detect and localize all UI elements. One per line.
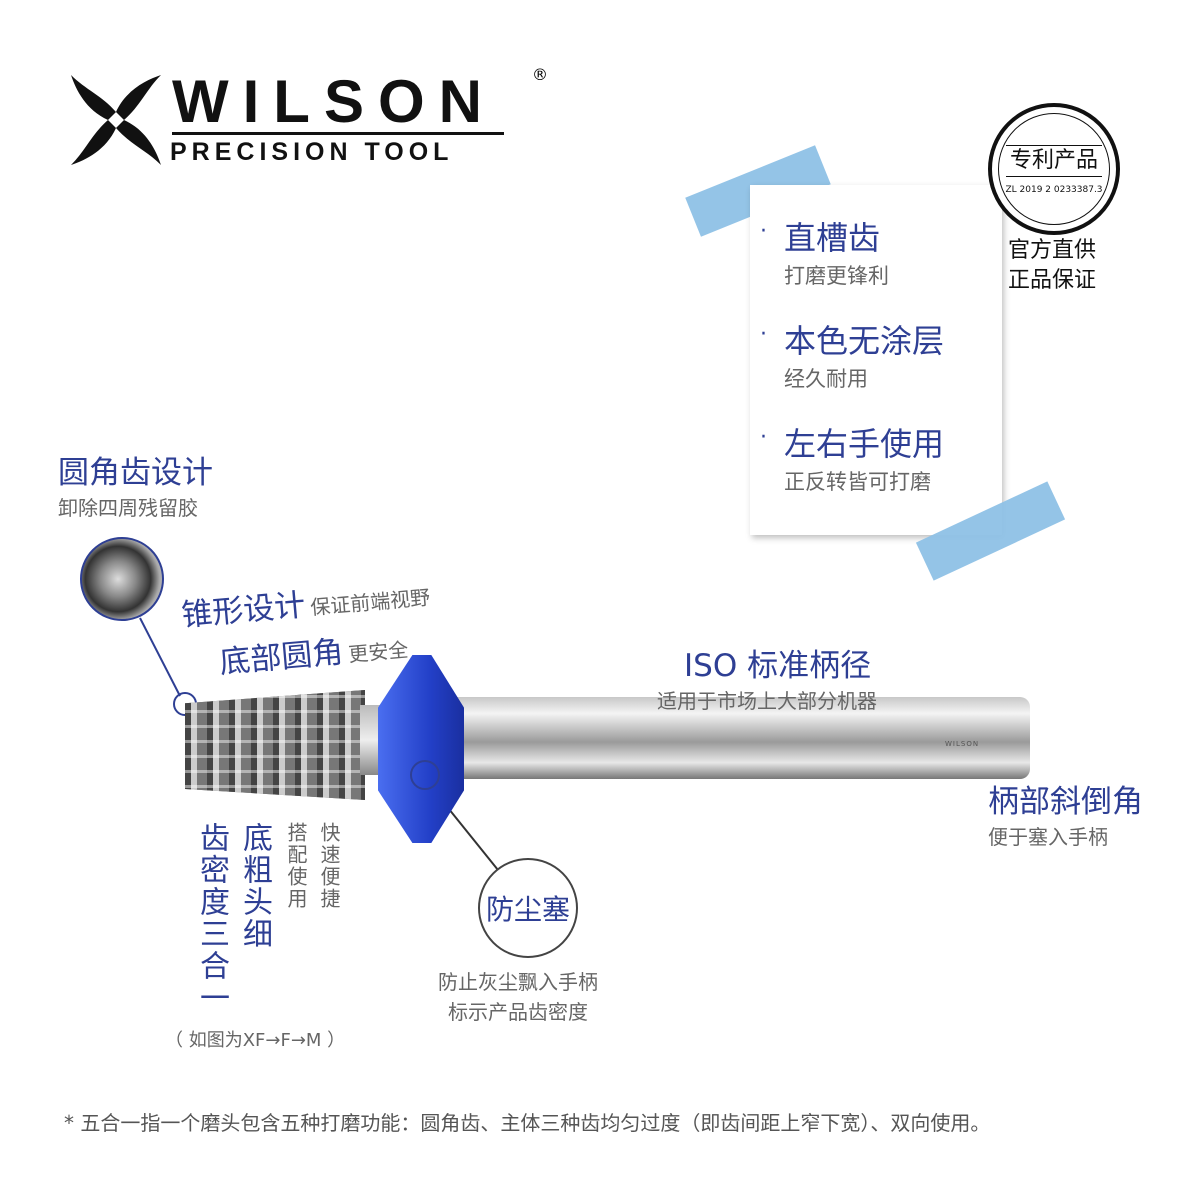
density-col4: 快速便捷	[317, 822, 341, 910]
bullet: ·	[760, 322, 767, 347]
dust-title: 防尘塞	[485, 893, 570, 926]
badge-patent: ZL 2019 2 0233387.3	[1005, 185, 1103, 195]
dust-sub1: 防止灰尘飘入手柄	[438, 970, 598, 994]
feature-sub: 正反转皆可打磨	[784, 470, 931, 494]
dust-stopper	[378, 655, 464, 843]
base-sub: 更安全	[347, 637, 410, 667]
dust-sub2: 标示产品齿密度	[448, 1000, 588, 1024]
brand-tagline: PRECISION TOOL	[170, 138, 454, 166]
logo-rule	[172, 132, 504, 135]
badge-line2: 正品保证	[1008, 268, 1097, 293]
feature-title: 左右手使用	[784, 425, 945, 463]
density-col2: 底粗头细	[237, 822, 272, 950]
patent-badge: 专利产品 ZL 2019 2 0233387.3	[988, 103, 1120, 235]
density-col1: 齿密度三合一	[194, 822, 229, 1014]
footnote: * 五合一指一个磨头包含五种打磨功能：圆角齿、主体三种齿均匀过度（即齿间距上窄下…	[64, 1111, 991, 1135]
round-tooth-title: 圆角齿设计	[58, 455, 213, 491]
round-tooth-sub: 卸除四周残留胶	[58, 496, 198, 520]
chamfer-sub: 便于塞入手柄	[988, 825, 1108, 849]
feature-card: · 直槽齿 打磨更锋利 · 本色无涂层 经久耐用 · 左右手使用 正反转皆可打磨	[750, 185, 1002, 535]
feature-item: · 左右手使用 正反转皆可打磨	[760, 425, 944, 494]
iso-sub: 适用于市场上大部分机器	[657, 689, 877, 713]
dust-circle: 防尘塞	[478, 858, 578, 958]
chamfer-title: 柄部斜倒角	[988, 784, 1143, 820]
tool-head	[185, 690, 365, 800]
cone-sub: 保证前端视野	[309, 585, 432, 620]
iso-title: ISO 标准柄径	[684, 648, 872, 684]
density-note: （ 如图为XF→F→M ）	[165, 1030, 346, 1051]
feature-item: · 直槽齿 打磨更锋利	[760, 219, 889, 288]
badge-line1: 官方直供	[1008, 238, 1097, 263]
feature-item: · 本色无涂层 经久耐用	[760, 322, 944, 391]
density-col3: 搭配使用	[284, 822, 308, 910]
shank-engraving: WILSON	[945, 740, 980, 748]
bullet: ·	[760, 219, 767, 244]
logo-swirl-icon	[71, 75, 161, 165]
tool-shank	[455, 697, 1030, 779]
feature-sub: 经久耐用	[784, 367, 868, 391]
stopper-marker-circle	[410, 760, 440, 790]
registered-mark: ®	[532, 65, 548, 84]
badge-title: 专利产品	[1006, 145, 1102, 177]
tooth-detail-circle	[80, 537, 164, 621]
brand-name: WILSON	[172, 68, 496, 135]
feature-title: 本色无涂层	[784, 322, 945, 360]
bullet: ·	[760, 425, 767, 450]
feature-sub: 打磨更锋利	[784, 264, 889, 288]
feature-title: 直槽齿	[784, 219, 881, 257]
